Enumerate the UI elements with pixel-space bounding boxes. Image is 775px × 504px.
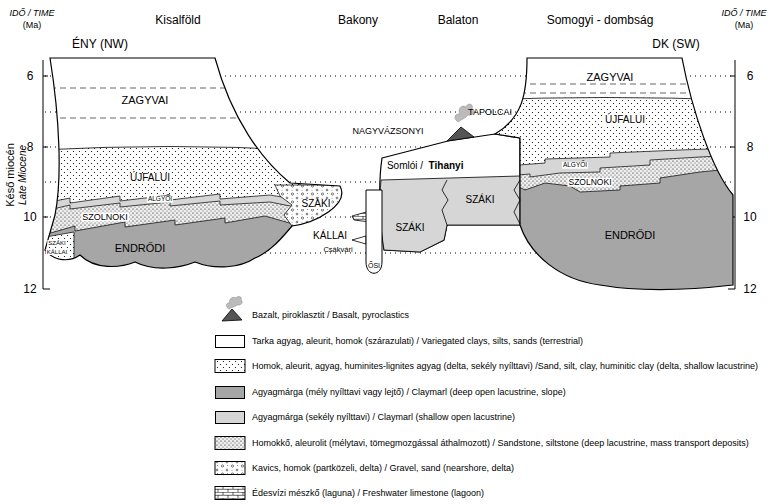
legend-text: Homok, aleurit, agyag, huminites-lignite… xyxy=(252,362,758,371)
formation-label: KÁLLAI xyxy=(313,231,347,241)
formation-label: ALGYŐI xyxy=(562,162,588,169)
csakvari-wedge xyxy=(352,236,366,244)
formation-label: SZÁKI xyxy=(47,240,66,246)
formation-label: NAGYVÁZSONYI xyxy=(352,127,423,136)
formation-label: SZOLNOKI xyxy=(81,213,129,222)
header-label: IDŐ / TIME xyxy=(722,9,767,18)
axis-tick: 10 xyxy=(23,211,36,223)
basin-outline xyxy=(45,58,342,268)
axis-tick: 8 xyxy=(27,141,34,153)
period-label: Late Miocene xyxy=(18,145,28,205)
legend-text: Bazalt, piroklasztit / Basalt, pyroclast… xyxy=(252,311,409,320)
balaton-body xyxy=(380,134,520,252)
formation-label: ZAGYVAI xyxy=(122,95,169,106)
legend-swatch xyxy=(215,386,245,399)
osi-column xyxy=(366,190,382,273)
shallow-claymarl xyxy=(380,176,520,252)
facies-boundary xyxy=(514,180,520,224)
region-label: Somogyi - dombság xyxy=(547,14,654,26)
formation-label: SZÁKI xyxy=(396,223,425,233)
basalt-symbol xyxy=(447,127,474,141)
header-label: (Ma) xyxy=(23,21,42,30)
facies-boundary xyxy=(442,180,448,225)
legend-symbols xyxy=(215,297,245,500)
formation-label: Tihanyi xyxy=(429,161,464,171)
formation-label: TAPOLCAI xyxy=(468,108,512,117)
region-label: Bakony xyxy=(338,14,378,26)
formation-label: SZÁKI xyxy=(301,199,332,209)
formation-label: ENDRŐDI xyxy=(605,230,656,241)
formation-label: SZÁKI xyxy=(466,195,495,205)
region-label: Balaton xyxy=(438,14,479,26)
formation-label: ŐSI xyxy=(368,262,380,269)
formation-label: Csákvári xyxy=(323,246,352,254)
legend-swatch xyxy=(215,335,245,348)
basin-outline xyxy=(495,58,733,290)
legend-text: Agyagmárga (mély nyílttavi vagy lejtő) /… xyxy=(252,388,566,397)
legend-text: Tarka agyag, aleurit, homok (szárazulati… xyxy=(252,337,583,346)
kisalfold-layers xyxy=(40,88,345,300)
somogy-layers xyxy=(480,84,740,300)
axis-tick: 6 xyxy=(747,70,754,82)
legend-text: Kavics, homok (partközeli, delta) / Grav… xyxy=(252,464,514,473)
formation-label: ZAGYVAI xyxy=(587,72,634,83)
formation-label: KÁLLAI xyxy=(46,249,68,255)
legend-text: Homokkő, aleurolit (mélytavi, tömegmozgá… xyxy=(252,439,749,448)
period-label: Késő miocén xyxy=(5,143,16,207)
formation-label: ENDRŐDI xyxy=(115,243,166,254)
header-label: DK (SW) xyxy=(652,38,699,50)
legend-text: Édesvízi mészkő (laguna) / Freshwater li… xyxy=(252,489,484,498)
formation-label: ÚJFALUI xyxy=(129,173,171,183)
legend-text: Agyagmárga (sekély nyílttavi) / Claymarl… xyxy=(252,413,515,422)
axis-tick: 8 xyxy=(747,141,754,153)
region-label: Kisalföld xyxy=(155,14,200,26)
axis-tick: 10 xyxy=(743,211,756,223)
formation-label: ALGYŐI xyxy=(147,196,173,203)
header-label: IDŐ / TIME xyxy=(10,9,55,18)
formation-label: ÚJFALUI xyxy=(604,115,646,125)
legend-swatch xyxy=(215,411,245,424)
formation-label: Somlói / xyxy=(387,161,423,171)
header-label: (Ma) xyxy=(735,21,754,30)
axis-tick: 12 xyxy=(23,283,36,295)
axis-tick: 12 xyxy=(743,283,756,295)
header-label: ÉNY (NW) xyxy=(72,38,128,50)
axis-tick: 6 xyxy=(27,70,34,82)
formation-label: SZOLNOKI xyxy=(568,178,613,187)
